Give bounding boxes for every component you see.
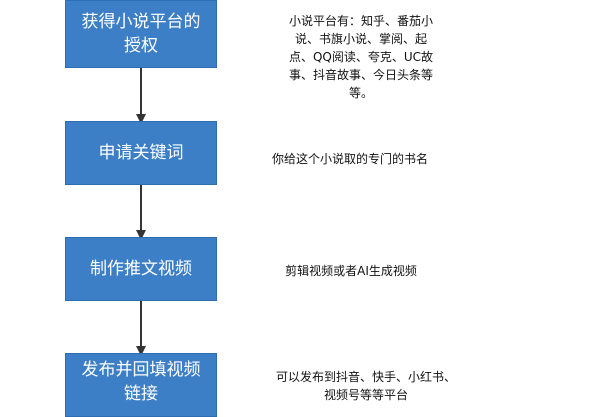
step-box-make-video: 制作推文视频 — [65, 237, 217, 301]
step-box-apply-keyword: 申请关键词 — [65, 121, 217, 185]
note-platforms: 小说平台有：知乎、番茄小说、书旗小说、掌阅、起点、QQ阅读、夸克、UC故事、抖音… — [288, 14, 434, 100]
step-label: 制作推文视频 — [90, 259, 192, 279]
flowchart: 获得小说平台的授权 申请关键词 制作推文视频 发布并回填视频链接 小说平台有：知… — [65, 0, 456, 417]
step-box-get-authorization: 获得小说平台的授权 — [65, 0, 217, 68]
step-label: 获得小说平台的授权 — [81, 12, 201, 56]
step-label: 申请关键词 — [98, 143, 184, 163]
step-label: 发布并回填视频链接 — [81, 360, 201, 404]
note-publish: 可以发布到抖音、快手、小红书、视频号等等平台 — [276, 370, 457, 402]
step-box-publish-link: 发布并回填视频链接 — [65, 353, 217, 417]
note-keyword: 你给这个小说取的专门的书名 — [272, 152, 429, 166]
note-video: 剪辑视频或者AI生成视频 — [285, 264, 417, 278]
